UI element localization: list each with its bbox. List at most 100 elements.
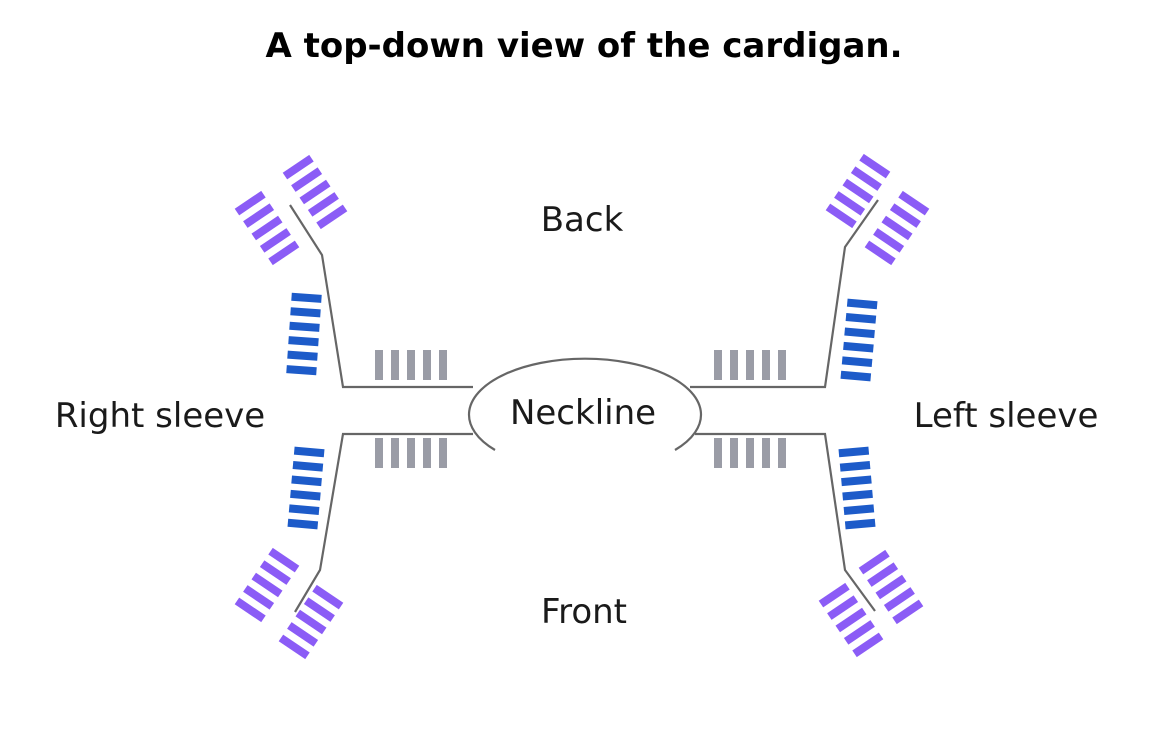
stitch-mark [818,582,850,608]
stitch-mark [843,504,875,515]
stitch-mark [234,597,266,623]
stitch-mark [881,215,913,241]
back-label: Back [541,200,624,240]
stitch-mark [391,438,399,468]
stitch-mark [292,461,324,472]
stitch-mark [391,350,399,380]
stitch-mark [439,438,447,468]
stitch-mark [251,572,283,598]
stitch-mark [858,549,890,575]
stitch-mark [838,446,870,458]
lower-left-purple-marks-outer [234,547,300,623]
stitch-mark [375,350,383,380]
stitch-mark [288,504,320,515]
stitch-mark [859,153,891,179]
stitch-mark [286,365,317,376]
stitch-mark [268,240,300,266]
stitch-mark [316,204,348,230]
stitch-mark [287,518,319,530]
stitch-mark [243,203,275,228]
lower-right-raglan-line [695,432,876,612]
lower-left-gray-marks [375,438,447,468]
upper-left-purple-marks-inner [282,154,348,230]
stitch-mark [291,167,323,192]
stitch-mark [291,292,322,303]
stitch-mark [889,203,921,228]
stitch-mark [762,438,770,468]
lower-right-blue-marks [838,446,876,530]
cardigan-outline [289,199,879,613]
stitch-mark [234,190,266,216]
lower-right-purple-marks-inner [818,582,884,658]
stitch-mark [268,547,300,573]
neckline-label: Neckline [510,393,656,433]
front-label: Front [541,592,627,632]
stitch-mark [290,489,321,501]
lower-left-purple-marks-inner [278,584,344,660]
stitch-mark [844,327,875,339]
lower-right-purple-marks-outer [858,549,924,625]
lower-right-gray-marks [714,438,786,468]
neckline-oval [467,357,703,451]
stitch-mark [835,607,867,633]
stitch-mark [843,620,875,645]
stitch-mark [303,597,335,622]
diagram-title: A top-down view of the cardigan. [265,26,902,66]
stitch-mark [287,622,319,647]
stitch-mark [288,336,319,347]
stitch-mark [259,228,291,253]
stitch-mark [762,350,770,380]
stitch-mark [846,298,878,310]
stitch-mark [844,518,876,530]
stitch-mark [312,584,344,610]
stitch-mark [892,599,924,625]
stitch-mark [423,438,431,468]
stitch-mark [730,350,738,380]
upper-right-purple-marks-outer [825,153,891,229]
stitch-mark [842,489,873,501]
stitch-mark [827,595,859,620]
stitch-mark [714,350,722,380]
stitch-mark [291,475,322,487]
stitch-mark [293,446,325,458]
stitch-mark [243,585,275,610]
left-sleeve-label: Left sleeve [914,396,1099,436]
stitch-mark [875,574,907,600]
stitch-mark [841,356,873,367]
stitch-mark [841,475,872,487]
stitch-mark [867,562,899,587]
stitch-mark [778,438,786,468]
upper-left-blue-marks [286,292,322,376]
stitch-mark [840,370,872,382]
stitch-mark [746,350,754,380]
upper-right-raglan-line [690,199,879,389]
upper-left-gray-marks [375,350,447,380]
stitch-mark [295,609,327,635]
upper-right-purple-marks-inner [864,190,930,266]
stitch-mark [839,461,871,472]
stitch-mark [852,632,884,658]
stitch-mark [850,166,882,191]
stitch-mark [778,350,786,380]
stitch-marks [234,153,930,660]
upper-right-gray-marks [714,350,786,380]
stitch-mark [299,179,331,205]
right-sleeve-label: Right sleeve [55,396,265,436]
stitch-mark [883,587,915,612]
stitch-mark [407,438,415,468]
stitch-mark [842,178,874,204]
stitch-mark [282,154,314,180]
stitch-mark [730,438,738,468]
lower-left-blue-marks [287,446,325,530]
stitch-mark [375,438,383,468]
stitch-mark [439,350,447,380]
stitch-mark [407,350,415,380]
lower-left-raglan-line [294,432,473,613]
stitch-mark [845,313,877,324]
stitch-mark [289,321,320,332]
stitch-mark [873,228,905,253]
stitch-mark [746,438,754,468]
stitch-mark [825,203,857,229]
upper-right-blue-marks [840,298,878,382]
